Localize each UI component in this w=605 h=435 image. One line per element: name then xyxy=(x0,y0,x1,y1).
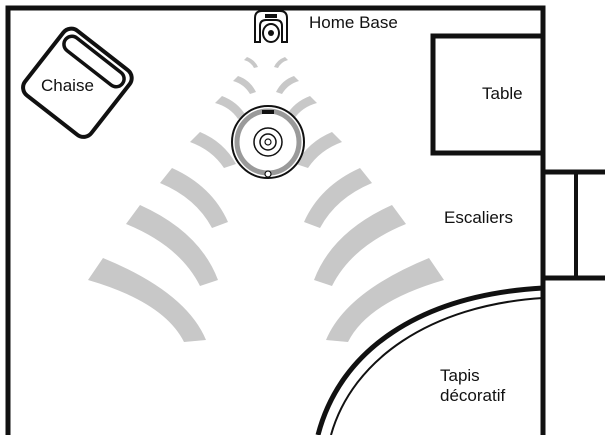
room-walls xyxy=(5,5,546,435)
stairs-label: Escaliers xyxy=(444,208,513,227)
rug-label-line1: Tapis xyxy=(440,366,480,385)
rug-label-line2: décoratif xyxy=(440,386,506,405)
table-shape xyxy=(430,33,546,156)
rug-label: Tapis décoratif xyxy=(440,366,540,406)
table-label: Table xyxy=(482,84,523,103)
rug-shape xyxy=(315,285,544,435)
signal-beam-left xyxy=(88,57,258,342)
stairs-shape xyxy=(543,169,605,281)
signal-beam-right xyxy=(274,57,444,342)
chair-label: Chaise xyxy=(41,76,94,95)
chair-shape xyxy=(21,26,134,139)
home-base-label: Home Base xyxy=(309,13,398,32)
home-base-dock-icon xyxy=(254,10,288,43)
robot-vacuum-icon xyxy=(231,105,305,179)
